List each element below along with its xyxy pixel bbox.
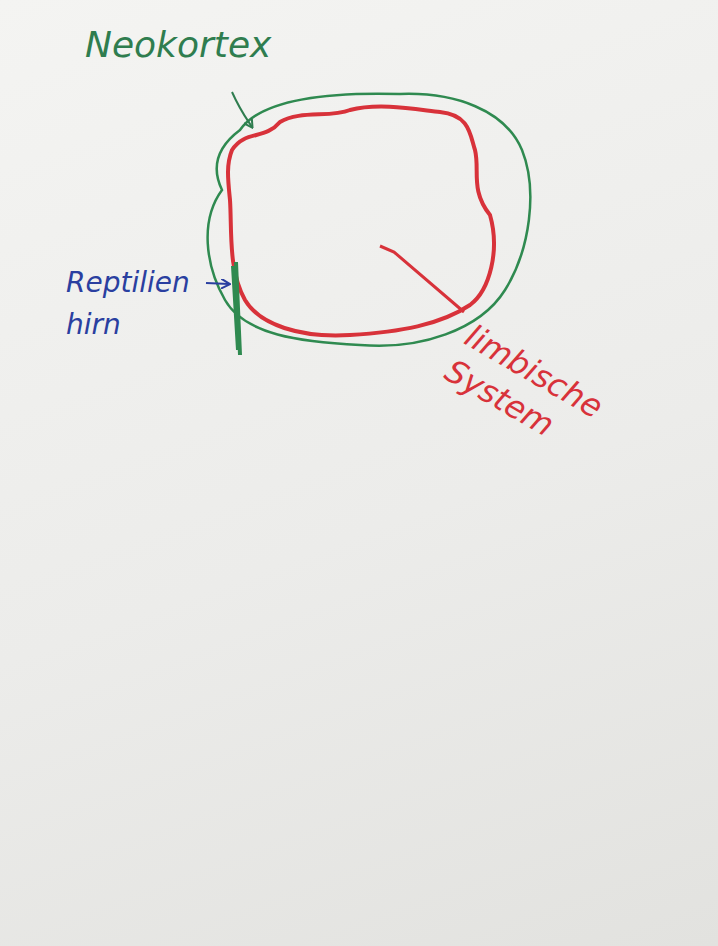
neocortex-label: Neokortex <box>85 18 345 72</box>
leader-line <box>380 246 464 312</box>
leader-arrow <box>206 283 229 284</box>
neocortex-outline <box>208 94 531 346</box>
limbic-outline <box>228 107 494 336</box>
reptilian-label: Reptilien hirn <box>66 262 201 346</box>
reptilian-stroke <box>233 262 240 355</box>
limbic-label: limbische System <box>438 316 630 473</box>
leader-arrow <box>232 92 252 127</box>
